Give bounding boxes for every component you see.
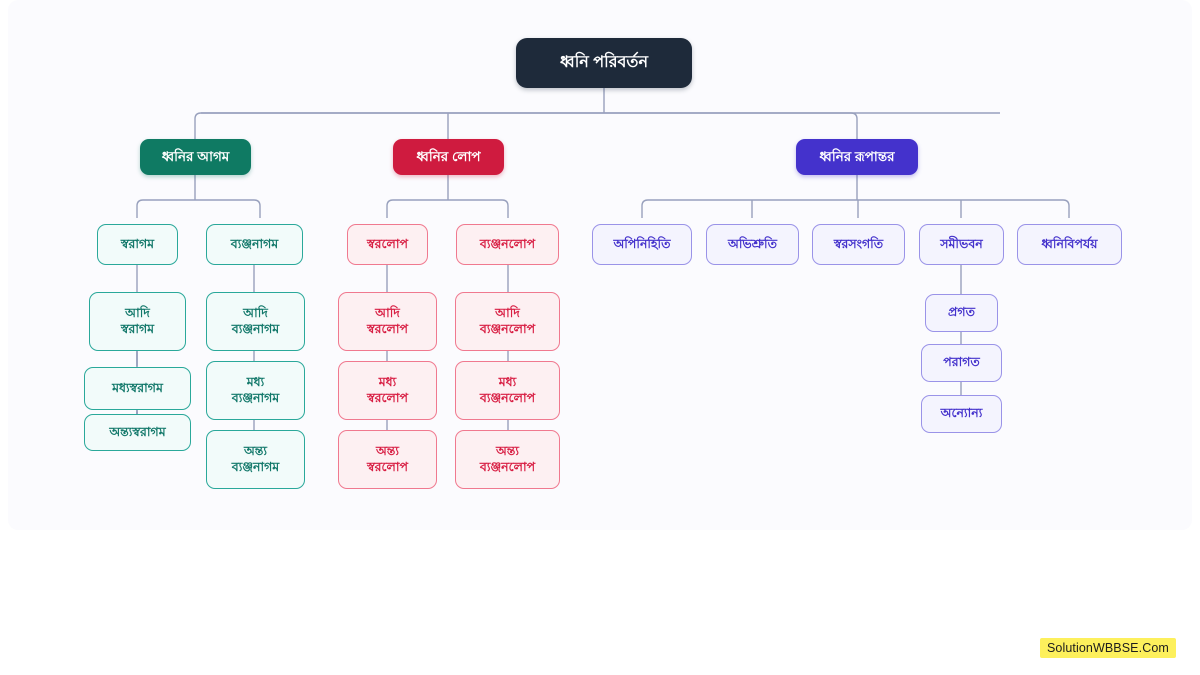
node-adi-byanjanlop-label: আদি ব্যঞ্জনলোপ (479, 306, 536, 336)
node-madhya-byanjanlop[interactable]: মধ্য ব্যঞ্জনলোপ (455, 361, 560, 420)
node-adi-swaragam[interactable]: আদি স্বরাগম (89, 292, 186, 351)
node-byanjanlop[interactable]: ব্যঞ্জনলোপ (456, 224, 559, 265)
diagram-background-panel (8, 0, 1192, 530)
node-paragata-label: পরাগত (943, 355, 980, 370)
node-adi-byanjanagam[interactable]: আদি ব্যঞ্জনাগম (206, 292, 305, 351)
node-swarasangati[interactable]: স্বরসংগতি (812, 224, 905, 265)
node-anyonya[interactable]: অন্যোন্য (921, 395, 1002, 433)
node-adi-swaralop-label: আদি স্বরলোপ (367, 306, 408, 336)
node-dhwanir-rupantar[interactable]: ধ্বনির রূপান্তর (796, 139, 918, 175)
node-swaralop[interactable]: স্বরলোপ (347, 224, 428, 265)
node-pragata-label: প্রগত (948, 305, 975, 320)
node-dhwanir-rupantar-label: ধ্বনির রূপান্তর (819, 148, 895, 164)
watermark-label: SolutionWBBSE.Com (1040, 638, 1176, 658)
node-samibhaban[interactable]: সমীভবন (919, 224, 1004, 265)
node-antya-swaragam[interactable]: অন্ত্যস্বরাগম (84, 414, 191, 451)
node-madhya-byanjanagam-label: মধ্য ব্যঞ্জনাগম (231, 375, 280, 405)
node-apinihiti-label: অপিনিহিতি (613, 236, 671, 251)
node-samibhaban-label: সমীভবন (940, 236, 983, 251)
node-byanjanagam[interactable]: ব্যঞ্জনাগম (206, 224, 303, 265)
node-madhya-swaralop-label: মধ্য স্বরলোপ (367, 375, 408, 405)
node-dhwanir-lop[interactable]: ধ্বনির লোপ (393, 139, 504, 175)
node-madhya-swaragam-label: মধ্যস্বরাগম (112, 380, 163, 395)
node-byanjanagam-label: ব্যঞ্জনাগম (230, 236, 279, 251)
node-antya-byanjanagam-label: অন্ত্য ব্যঞ্জনাগম (231, 444, 280, 474)
node-dhwanir-lop-label: ধ্বনির লোপ (416, 148, 481, 164)
node-antya-swaralop[interactable]: অন্ত্য স্বরলোপ (338, 430, 437, 489)
node-paragata[interactable]: পরাগত (921, 344, 1002, 382)
node-byanjanlop-label: ব্যঞ্জনলোপ (479, 236, 536, 251)
node-root[interactable]: ধ্বনি পরিবর্তন (516, 38, 692, 88)
node-swarasangati-label: স্বরসংগতি (833, 236, 884, 251)
node-swaragam[interactable]: স্বরাগম (97, 224, 178, 265)
node-antya-byanjanlop[interactable]: অন্ত্য ব্যঞ্জনলোপ (455, 430, 560, 489)
node-madhya-byanjanagam[interactable]: মধ্য ব্যঞ্জনাগম (206, 361, 305, 420)
node-swaralop-label: স্বরলোপ (367, 236, 408, 251)
node-antya-byanjanlop-label: অন্ত্য ব্যঞ্জনলোপ (479, 444, 536, 474)
node-root-label: ধ্বনি পরিবর্তন (559, 54, 648, 72)
node-antya-byanjanagam[interactable]: অন্ত্য ব্যঞ্জনাগম (206, 430, 305, 489)
node-adi-byanjanlop[interactable]: আদি ব্যঞ্জনলোপ (455, 292, 560, 351)
node-abhishruti[interactable]: অভিশ্রুতি (706, 224, 799, 265)
node-madhya-swaragam[interactable]: মধ্যস্বরাগম (84, 367, 191, 410)
node-madhya-swaralop[interactable]: মধ্য স্বরলোপ (338, 361, 437, 420)
node-dhwanir-agam[interactable]: ধ্বনির আগম (140, 139, 251, 175)
node-antya-swaragam-label: অন্ত্যস্বরাগম (109, 424, 166, 439)
node-antya-swaralop-label: অন্ত্য স্বরলোপ (367, 444, 408, 474)
node-dhwanibiparjay-label: ধ্বনিবিপর্যয় (1041, 236, 1098, 251)
node-adi-byanjanagam-label: আদি ব্যঞ্জনাগম (231, 306, 280, 336)
node-apinihiti[interactable]: অপিনিহিতি (592, 224, 692, 265)
node-pragata[interactable]: প্রগত (925, 294, 998, 332)
node-dhwanibiparjay[interactable]: ধ্বনিবিপর্যয় (1017, 224, 1122, 265)
node-anyonya-label: অন্যোন্য (940, 406, 983, 421)
node-swaragam-label: স্বরাগম (120, 236, 155, 251)
node-adi-swaragam-label: আদি স্বরাগম (120, 306, 155, 336)
node-dhwanir-agam-label: ধ্বনির আগম (161, 148, 230, 164)
node-madhya-byanjanlop-label: মধ্য ব্যঞ্জনলোপ (479, 375, 536, 405)
node-adi-swaralop[interactable]: আদি স্বরলোপ (338, 292, 437, 351)
node-abhishruti-label: অভিশ্রুতি (728, 236, 777, 251)
